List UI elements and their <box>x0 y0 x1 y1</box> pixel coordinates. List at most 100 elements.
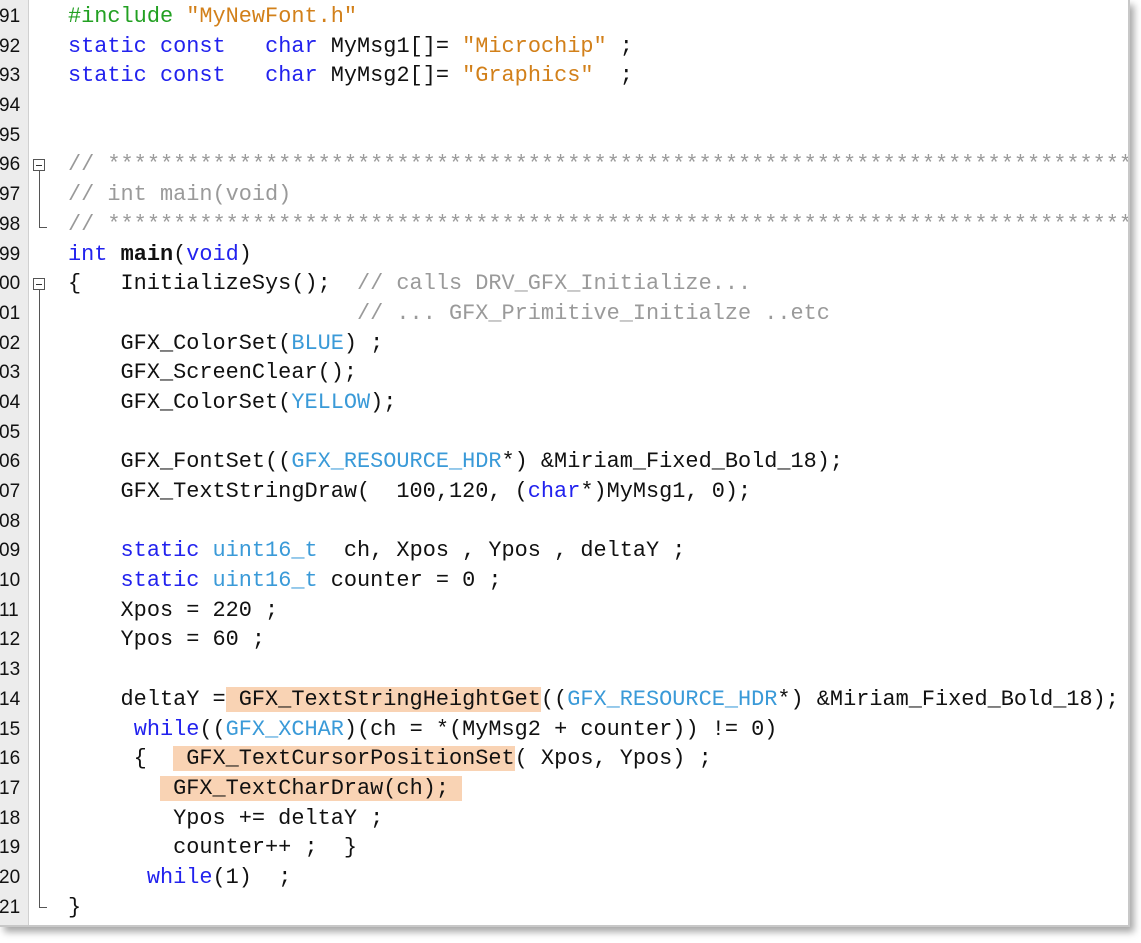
code-token: "MyNewFont.h" <box>186 4 358 29</box>
code-token <box>147 34 160 59</box>
code-line[interactable]: 95 <box>0 121 1128 151</box>
code-token <box>173 4 186 29</box>
code-line[interactable]: 17 GFX_TextCharDraw(ch); <box>0 774 1128 804</box>
code-line[interactable]: 08 <box>0 507 1128 537</box>
code-token: uint16_t <box>212 538 318 564</box>
line-number: 10 <box>0 570 21 592</box>
code-line[interactable]: 11 Xpos = 220 ; <box>0 596 1128 626</box>
code-line[interactable]: 05 <box>0 418 1128 448</box>
line-source: { InitializeSys(); // calls DRV_GFX_Init… <box>68 269 751 299</box>
code-token: { <box>68 746 174 772</box>
code-line[interactable]: 16 { GFX_TextCursorPositionSet( Xpos, Yp… <box>0 744 1128 774</box>
line-source: #include "MyNewFont.h" <box>68 2 357 32</box>
line-source: GFX_FontSet((GFX_RESOURCE_HDR*) &Miriam_… <box>68 447 844 477</box>
code-line[interactable]: 15 while((GFX_XCHAR)(ch = *(MyMsg2 + cou… <box>0 715 1128 745</box>
line-number: 95 <box>0 124 21 146</box>
code-line[interactable]: 09 static uint16_t ch, Xpos , Ypos , del… <box>0 536 1128 566</box>
code-token <box>199 538 212 563</box>
highlighted-token: GFX_TextCursorPositionSet <box>173 746 515 772</box>
line-source: counter++ ; } <box>68 833 357 863</box>
line-number: 01 <box>0 302 21 324</box>
code-token: counter++ ; } <box>68 835 358 861</box>
code-line[interactable]: 12 Ypos = 60 ; <box>0 625 1128 655</box>
fold-line <box>39 290 40 907</box>
code-token: static <box>120 568 200 594</box>
line-source: // ... GFX_Primitive_Initialze ..etc <box>68 299 830 329</box>
code-line[interactable]: 00{ InitializeSys(); // calls DRV_GFX_In… <box>0 269 1128 299</box>
code-line[interactable]: 04 GFX_ColorSet(YELLOW); <box>0 388 1128 418</box>
code-token: // ... GFX_Primitive_Initialze ..etc <box>357 300 830 326</box>
line-number: 14 <box>0 688 21 710</box>
code-line[interactable]: 96 // ***********************************… <box>0 150 1128 180</box>
code-token: (1) ; <box>212 864 292 890</box>
code-token <box>107 242 120 267</box>
line-number-gutter <box>0 0 29 925</box>
code-token: MyMsg1[]= <box>317 33 463 59</box>
line-source: static uint16_t ch, Xpos , Ypos , deltaY… <box>68 536 686 566</box>
fold-end <box>39 227 47 228</box>
code-line[interactable]: 19 counter++ ; } <box>0 833 1128 863</box>
code-token: char <box>265 63 318 89</box>
line-source: GFX_TextCharDraw(ch); <box>68 774 463 804</box>
code-line[interactable]: 10 static uint16_t counter = 0 ; <box>0 566 1128 596</box>
code-token: while <box>146 864 213 890</box>
line-number: 07 <box>0 481 21 502</box>
code-token <box>68 776 160 801</box>
code-line[interactable]: 97// int main(void) <box>0 180 1128 210</box>
code-token <box>68 568 121 593</box>
line-number: 21 <box>0 896 21 918</box>
code-line[interactable]: 02 GFX_ColorSet(BLUE) ; <box>0 329 1128 359</box>
code-token: #include <box>68 4 174 29</box>
collapse-icon[interactable] <box>33 278 45 290</box>
code-token: // *************************************… <box>68 152 1130 178</box>
code-token: )(ch = *(MyMsg2 + counter)) != 0) <box>343 716 778 742</box>
code-token: counter = 0 ; <box>317 568 502 594</box>
line-number: 93 <box>0 65 21 87</box>
code-token: YELLOW <box>291 389 371 415</box>
code-line[interactable]: 20 while(1) ; <box>0 863 1128 893</box>
code-line[interactable]: 14 deltaY = GFX_TextStringHeightGet((GFX… <box>0 685 1128 715</box>
code-token: ); <box>370 389 397 415</box>
code-token: // calls DRV_GFX_Initialize... <box>357 271 752 297</box>
line-number: 98 <box>0 213 21 235</box>
code-line[interactable]: 98 // ***********************************… <box>0 210 1128 240</box>
line-number: 16 <box>0 748 21 770</box>
line-number: 11 <box>0 599 19 621</box>
line-source: // *************************************… <box>68 210 1128 240</box>
code-token <box>68 717 134 742</box>
line-source: // *************************************… <box>68 150 1130 180</box>
code-line[interactable]: 91#include "MyNewFont.h" <box>0 2 1128 32</box>
code-line[interactable]: 94 <box>0 91 1128 121</box>
line-source: GFX_TextStringDraw( 100,120, (char*)MyMs… <box>68 477 752 507</box>
fold-end <box>39 907 47 908</box>
code-line[interactable]: 07 GFX_TextStringDraw( 100,120, (char*)M… <box>0 477 1128 507</box>
line-source: while((GFX_XCHAR)(ch = *(MyMsg2 + counte… <box>68 715 778 745</box>
line-number: 96 <box>0 154 21 176</box>
line-number: 94 <box>0 95 21 117</box>
fold-column <box>29 0 51 925</box>
code-line[interactable]: 21} <box>0 893 1128 923</box>
line-number: 03 <box>0 362 21 384</box>
line-source: deltaY = GFX_TextStringHeightGet((GFX_RE… <box>68 685 1119 715</box>
code-token: const <box>159 63 226 89</box>
code-token: (( <box>199 716 226 742</box>
code-token: GFX_FontSet(( <box>68 449 292 475</box>
code-token: while <box>133 716 200 742</box>
code-token: Ypos += deltaY ; <box>68 805 384 831</box>
code-line[interactable]: 01 // ... GFX_Primitive_Initialze ..etc <box>0 299 1128 329</box>
code-token: "Microchip" <box>462 33 607 59</box>
code-line[interactable]: 18 Ypos += deltaY ; <box>0 804 1128 834</box>
code-token: (( <box>540 686 568 712</box>
collapse-icon[interactable] <box>33 159 45 171</box>
line-source: Xpos = 220 ; <box>68 596 279 626</box>
code-line[interactable]: 06 GFX_FontSet((GFX_RESOURCE_HDR*) &Miri… <box>0 447 1128 477</box>
line-source: GFX_ScreenClear(); <box>68 358 357 388</box>
code-line[interactable]: 13 <box>0 655 1128 685</box>
line-source: } <box>68 893 81 923</box>
code-token: ; <box>593 63 633 89</box>
code-line[interactable]: 03 GFX_ScreenClear(); <box>0 358 1128 388</box>
